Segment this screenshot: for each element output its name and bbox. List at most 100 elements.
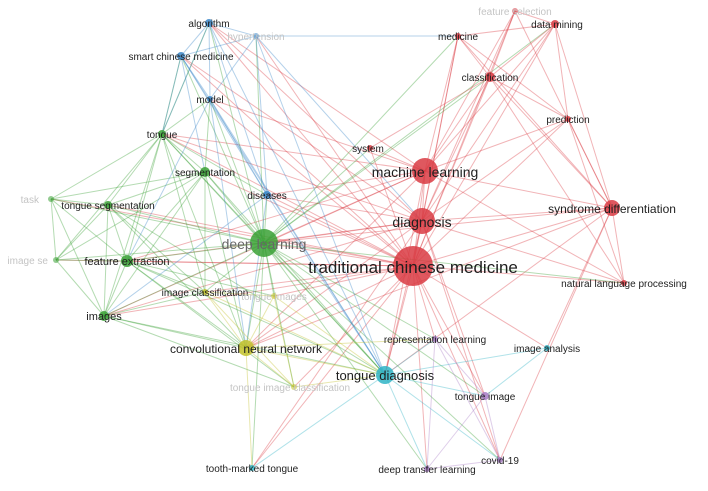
- node-label-classif: classification: [462, 73, 519, 84]
- link-sd-med: [457, 35, 613, 209]
- node-images[interactable]: [99, 311, 109, 321]
- node-fs[interactable]: [512, 8, 518, 14]
- node-label-seg: segmentation: [175, 168, 235, 179]
- node-label-images: images: [86, 311, 122, 323]
- node-label-timg: tongue image: [455, 392, 516, 403]
- node-seg[interactable]: [200, 167, 210, 177]
- node-fe[interactable]: [121, 255, 133, 267]
- node-tongue[interactable]: [158, 130, 166, 138]
- node-label-alg: algorithm: [188, 19, 229, 30]
- link-cnn-tmt: [245, 347, 253, 469]
- node-task[interactable]: [48, 196, 54, 202]
- node-dl[interactable]: [250, 229, 278, 257]
- node-model[interactable]: [207, 96, 213, 102]
- link-tcm-covid: [412, 265, 501, 461]
- node-imgseg[interactable]: [53, 257, 59, 263]
- node-alg[interactable]: [205, 19, 213, 27]
- link-diag-sd: [421, 207, 613, 222]
- link-tongue-tseg: [107, 133, 163, 206]
- link-sd-dl: [263, 207, 613, 244]
- link-ml-dm: [424, 23, 556, 172]
- link-dis-cnn: [245, 194, 268, 349]
- link-td-covid: [384, 374, 501, 461]
- node-label-rl: representation learning: [384, 335, 486, 346]
- node-td[interactable]: [376, 366, 394, 384]
- node-tcm[interactable]: [393, 246, 433, 286]
- node-ml[interactable]: [412, 158, 438, 184]
- link-sd-classif: [489, 76, 613, 209]
- node-sd[interactable]: [604, 200, 620, 216]
- link-cnn-tic: [245, 347, 295, 388]
- node-hyp[interactable]: [253, 33, 259, 39]
- link-dl-seg: [204, 171, 265, 244]
- node-cnn[interactable]: [238, 340, 254, 356]
- link-cnn-ti: [245, 295, 275, 349]
- link-diag-fs: [421, 10, 516, 222]
- node-label-dtl: deep transfer learning: [378, 465, 475, 476]
- link-diag-dis: [266, 194, 423, 222]
- link-sd-ia: [546, 207, 613, 349]
- link-tcm-cnn: [245, 265, 414, 349]
- node-label-hyp: hypertension: [227, 32, 284, 43]
- link-tcm-task: [50, 198, 414, 267]
- node-label-ml: machine learning: [372, 164, 479, 180]
- link-classif-fs: [489, 10, 516, 78]
- link-dl-dtl: [263, 242, 428, 470]
- link-tcm-scm: [180, 55, 414, 267]
- node-diag[interactable]: [409, 208, 435, 234]
- link-tcm-dis: [266, 194, 414, 267]
- nodes-layer: [48, 8, 627, 472]
- link-dl-tongue: [161, 133, 265, 244]
- link-ml-cnn: [245, 170, 426, 349]
- link-dl-sys: [263, 147, 371, 244]
- link-nlp-classif: [489, 76, 625, 284]
- link-tcm-nlp: [412, 265, 625, 284]
- link-sd-covid: [499, 207, 613, 461]
- node-pred[interactable]: [565, 116, 571, 122]
- link-hyp-diag: [255, 35, 423, 222]
- node-label-tmt: tooth-marked tongue: [206, 464, 299, 475]
- node-tmt[interactable]: [249, 465, 255, 471]
- link-ml-nlp: [424, 170, 625, 284]
- link-tcm-imgseg: [55, 259, 414, 267]
- node-dm[interactable]: [551, 20, 559, 28]
- link-tongue-seg: [161, 133, 206, 173]
- node-timg[interactable]: [481, 392, 489, 400]
- node-ti[interactable]: [271, 293, 277, 299]
- node-nlp[interactable]: [621, 280, 627, 286]
- link-tcm-images: [103, 265, 414, 317]
- node-tic[interactable]: [291, 384, 297, 390]
- link-scm-model: [180, 55, 211, 100]
- node-sys[interactable]: [367, 145, 373, 151]
- link-dl-timg: [263, 242, 486, 397]
- node-label-model: model: [196, 95, 223, 106]
- node-dtl[interactable]: [424, 466, 430, 472]
- link-tcm-timg: [412, 265, 486, 397]
- link-sd-td: [384, 207, 613, 376]
- link-diag-med: [421, 35, 459, 222]
- link-model-dis: [209, 98, 268, 196]
- link-hyp-td: [255, 35, 386, 376]
- link-tcm-tmt: [251, 265, 414, 469]
- link-fe-cnn: [126, 260, 247, 349]
- node-label-fe: feature extraction: [85, 256, 170, 268]
- link-dl-model: [209, 98, 265, 244]
- node-tseg[interactable]: [104, 201, 112, 209]
- link-dl-task: [50, 198, 265, 244]
- link-ml-dis: [266, 170, 426, 196]
- link-model-cnn: [209, 98, 247, 349]
- link-tongue-model: [161, 98, 211, 135]
- link-alg-model: [208, 22, 211, 100]
- link-dl-classif: [263, 76, 491, 244]
- node-ic[interactable]: [202, 289, 208, 295]
- link-images-ic: [103, 291, 206, 317]
- node-scm[interactable]: [177, 52, 185, 60]
- node-rl[interactable]: [432, 336, 438, 342]
- link-tseg-td: [107, 204, 386, 376]
- link-tcm-seg: [204, 171, 414, 267]
- node-ia[interactable]: [544, 345, 550, 351]
- node-dis[interactable]: [263, 191, 271, 199]
- node-med[interactable]: [455, 33, 461, 39]
- node-covid[interactable]: [497, 457, 503, 463]
- node-classif[interactable]: [485, 72, 495, 82]
